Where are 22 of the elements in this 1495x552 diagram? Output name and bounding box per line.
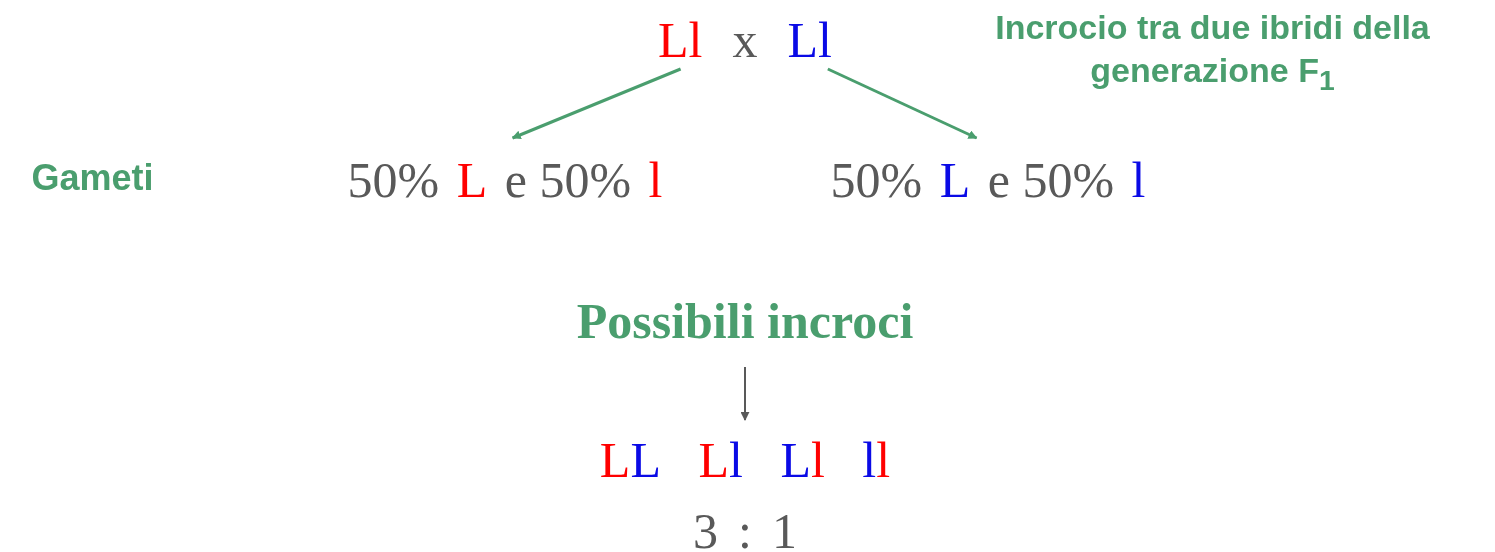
- genotype-text: LL: [599, 435, 661, 485]
- genotype-text: Ll: [698, 435, 743, 485]
- genotype-text: ll: [862, 435, 891, 485]
- arrow: [827, 67, 978, 140]
- cross-sign: x: [732, 15, 758, 65]
- arrow: [511, 67, 682, 140]
- title-note: Incrocio tra due ibridi della generazione F$_{1}$: [994, 7, 1431, 98]
- allele-text: l: [648, 155, 663, 205]
- allele-text: Ll: [658, 15, 703, 65]
- side-label: Gameti: [30, 156, 155, 200]
- genotype-text: Ll: [780, 435, 825, 485]
- allele-text: 50%: [830, 155, 923, 205]
- allele-text: e 50%: [504, 155, 632, 205]
- allele-text: l: [1131, 155, 1146, 205]
- heading-text: Possibili incroci: [520, 293, 970, 349]
- allele-text: 50%: [347, 155, 440, 205]
- arrow: [740, 366, 750, 421]
- allele-text: e 50%: [987, 155, 1115, 205]
- allele-text: L: [939, 155, 971, 205]
- ratio-text: 3 : 1: [692, 502, 798, 552]
- allele-text: Ll: [787, 15, 832, 65]
- allele-text: L: [456, 155, 488, 205]
